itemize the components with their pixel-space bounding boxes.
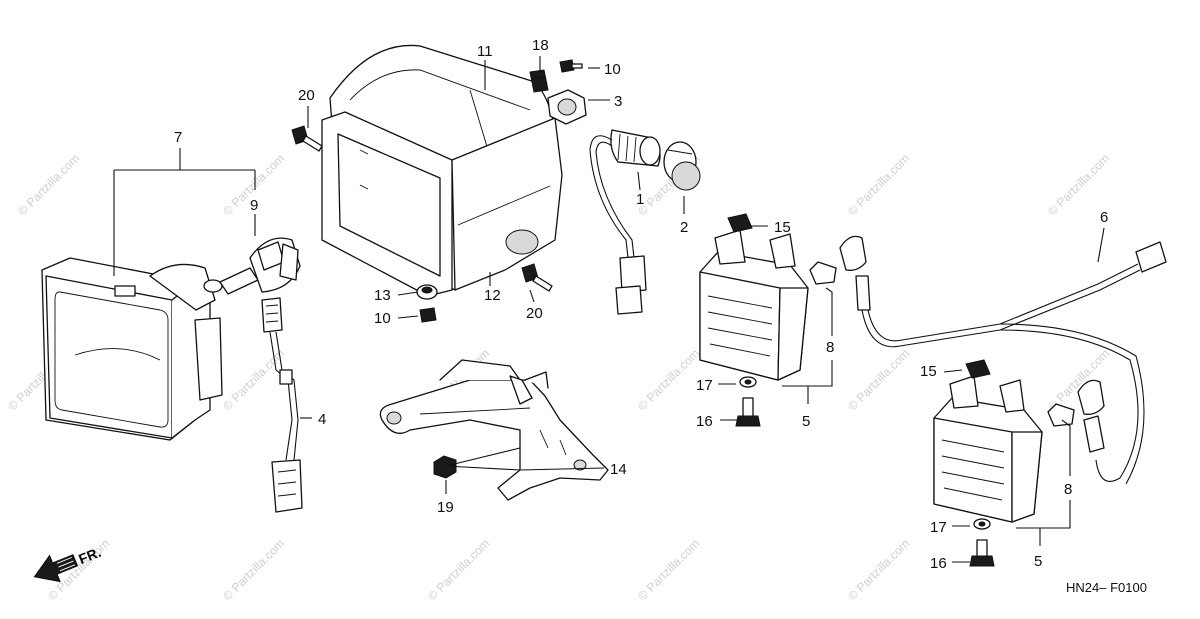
- callout-14: 14: [610, 461, 627, 478]
- work-light-upper: [699, 229, 809, 381]
- socket-nut: [547, 89, 587, 125]
- watermark: © Partzilla.com: [845, 536, 912, 603]
- callout-12: 12: [484, 287, 501, 304]
- watermark: © Partzilla.com: [845, 346, 912, 413]
- watermark: © Partzilla.com: [635, 536, 702, 603]
- callout-1: 1: [636, 191, 644, 208]
- callout-16-lower: 16: [930, 555, 947, 572]
- callout-19: 19: [437, 499, 454, 516]
- callout-10: 10: [604, 61, 621, 78]
- callout-20: 20: [298, 87, 315, 104]
- front-arrow: FR.: [33, 544, 103, 583]
- headlight-bulb: [203, 237, 301, 295]
- leader-lines: [113, 56, 1105, 563]
- bolt-left: [291, 125, 323, 152]
- callout-7: 7: [174, 129, 182, 146]
- watermark: © Partzilla.com: [845, 151, 912, 218]
- callout-16: 16: [696, 413, 713, 430]
- headlight-assembly: [41, 257, 223, 441]
- callout-5: 5: [802, 413, 810, 430]
- callouts: 7 9 20 11 18 10 3 1 2 15 12 13 10 20 4 1…: [174, 37, 1108, 572]
- bolt-20-mid: [521, 263, 553, 292]
- clip-nut: [529, 69, 549, 93]
- callout-11: 11: [477, 43, 493, 60]
- callout-9: 9: [250, 197, 258, 214]
- callout-17-lower: 17: [930, 519, 947, 536]
- watermark: © Partzilla.com: [220, 536, 287, 603]
- headlight-stay: [379, 359, 609, 501]
- bolt-16a: [735, 397, 761, 427]
- washer-17a: [739, 376, 757, 388]
- work-light-lower: [933, 375, 1043, 523]
- watermark: © Partzilla.com: [425, 536, 492, 603]
- watermark: © Partzilla.com: [635, 346, 702, 413]
- callout-15-lower: 15: [920, 363, 937, 380]
- bolt-16b: [969, 539, 995, 567]
- nut-19: [433, 455, 457, 479]
- headlight-harness: [261, 297, 303, 513]
- callout-10-mid: 10: [374, 310, 391, 327]
- wire-harness-6: [855, 241, 1167, 485]
- callout-8-lower: 8: [1064, 481, 1072, 498]
- callout-20-mid: 20: [526, 305, 543, 322]
- callout-2: 2: [680, 219, 688, 236]
- work-light-cap-15a: [727, 213, 753, 233]
- work-light-bulb-upper: [809, 235, 867, 285]
- callout-13: 13: [374, 287, 391, 304]
- watermark: © Partzilla.com: [15, 151, 82, 218]
- callout-17: 17: [696, 377, 713, 394]
- callout-15: 15: [774, 219, 791, 236]
- work-light-cap-15b: [965, 359, 991, 379]
- callout-3: 3: [614, 93, 622, 110]
- watermark: © Partzilla.com: [220, 346, 287, 413]
- callout-4: 4: [318, 411, 326, 428]
- headlight-case: [321, 44, 563, 297]
- screw-top: [559, 59, 583, 73]
- diagram-code: HN24– F0100: [1066, 580, 1147, 595]
- callout-5-lower: 5: [1034, 553, 1042, 570]
- callout-8: 8: [826, 339, 834, 356]
- washer-17b: [973, 518, 991, 530]
- grommet-13: [416, 284, 438, 300]
- callout-6: 6: [1100, 209, 1108, 226]
- callout-18: 18: [532, 37, 549, 54]
- front-label: FR.: [76, 544, 103, 567]
- work-light-bulb-lower: [1047, 379, 1105, 427]
- bolt-10-mid: [419, 307, 437, 323]
- socket-cap: [663, 141, 701, 191]
- accessory-socket: [589, 129, 661, 315]
